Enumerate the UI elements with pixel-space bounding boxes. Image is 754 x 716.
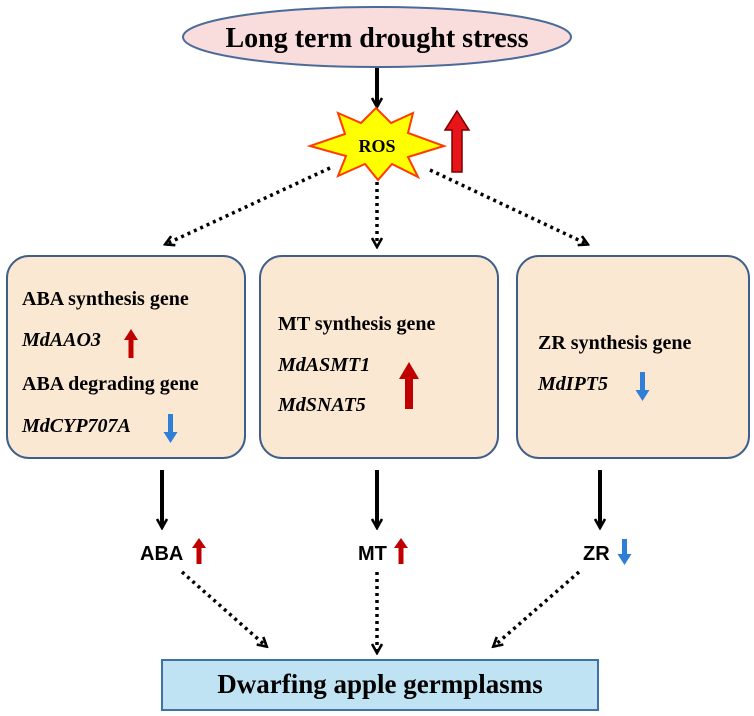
top-label: Long term drought stress xyxy=(225,23,528,54)
bottom-node: Dwarfing apple germplasms xyxy=(161,659,599,711)
zr-box-line-2: MdIPT5 xyxy=(537,373,608,395)
mt-box-line-2: MdASMT1 xyxy=(277,354,370,376)
bottom-box xyxy=(161,659,599,711)
ros-up-arrow-icon xyxy=(443,109,471,173)
hormone-mt: MT xyxy=(358,538,408,565)
ros-burst-icon xyxy=(306,106,448,182)
dotted-arrow-ros-to-aba xyxy=(166,166,331,244)
zr-box-frame xyxy=(516,255,750,459)
mt-box-line-1: MT synthesis gene xyxy=(278,313,436,335)
dotted-arrow-ros-to-zr xyxy=(429,168,587,244)
down-arrow-icon xyxy=(617,539,632,565)
mt-box-line-3: MdSNAT5 xyxy=(277,394,366,416)
aba-box-line-4: MdCYP707A xyxy=(21,415,131,437)
down-arrow-icon xyxy=(163,414,178,443)
aba-box-line-3: ABA degrading gene xyxy=(22,373,199,395)
hormone-aba-label: ABA xyxy=(140,543,183,565)
aba-box-line-1: ABA synthesis gene xyxy=(22,288,189,310)
down-arrow-icon xyxy=(635,372,650,401)
up-arrow-icon xyxy=(394,538,408,564)
aba-box-frame xyxy=(6,255,246,459)
up-arrow-icon xyxy=(399,362,419,409)
aba-box-line-2: MdAAO3 xyxy=(21,329,101,351)
bottom-label: Dwarfing apple germplasms xyxy=(217,669,543,699)
top-ellipse xyxy=(182,6,572,68)
hormone-aba: ABA xyxy=(140,538,206,565)
top-node: Long term drought stress xyxy=(182,6,572,68)
mt-box: MT synthesis gene MdASMT1 MdSNAT5 xyxy=(259,255,499,459)
hormone-zr-label: ZR xyxy=(583,543,610,565)
ros-label: ROS xyxy=(358,136,395,156)
up-arrow-icon xyxy=(124,329,138,358)
dotted-arrow-zr-to-bottom xyxy=(494,570,581,646)
dotted-arrow-aba-to-bottom xyxy=(180,570,266,646)
zr-box-line-1: ZR synthesis gene xyxy=(538,332,691,354)
up-arrow-icon xyxy=(192,538,206,564)
hormone-zr: ZR xyxy=(583,539,632,565)
hormone-mt-label: MT xyxy=(358,543,387,565)
mt-box-frame xyxy=(259,255,499,459)
zr-box: ZR synthesis gene MdIPT5 xyxy=(516,255,750,459)
aba-box: ABA synthesis gene MdAAO3 ABA degrading … xyxy=(6,255,246,459)
ros-node: ROS xyxy=(306,106,471,182)
